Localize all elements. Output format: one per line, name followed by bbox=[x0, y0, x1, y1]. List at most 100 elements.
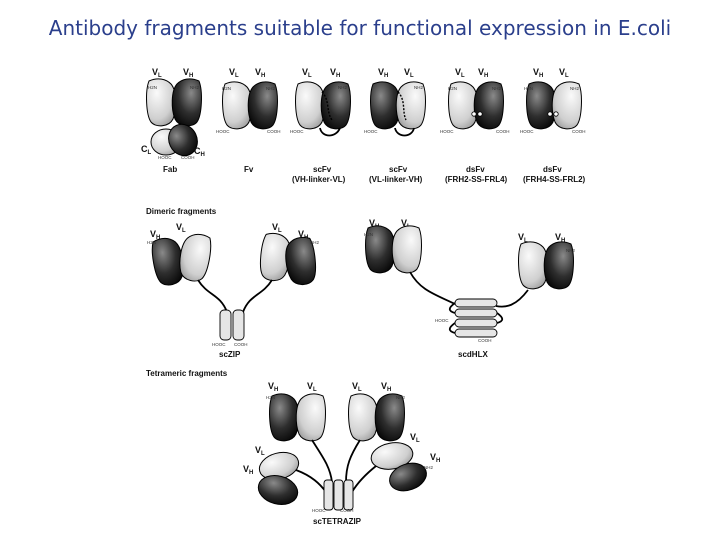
fab-nh2-text: NH2 bbox=[190, 85, 199, 90]
scfv-a-nh2-text: NH2 bbox=[338, 85, 347, 90]
scfv-a-vl-label: VL bbox=[302, 67, 312, 79]
scdhlx-construct: VH VL H2N VL VH NH2 HOOC COOH scdHLX bbox=[364, 218, 575, 359]
tetra-lr-vl-domain bbox=[370, 442, 414, 470]
dsfv-frh2-frl4-fragment: VL VH H2N NH2 HOOC COOH dsFv (FRH2-SS-FR… bbox=[440, 67, 510, 184]
fv-fragment: VL VH H2N NH2 HOOC COOH Fv bbox=[216, 67, 281, 174]
scdhlx-left-vl-domain bbox=[391, 225, 422, 274]
scfv-b-vh-domain bbox=[370, 81, 401, 130]
fab-hooc-text: HOOC bbox=[158, 155, 172, 160]
scfv-a-vh-label: VH bbox=[330, 67, 340, 79]
scfv-b-description: (VL-linker-VH) bbox=[369, 175, 423, 184]
dsfv-a-nh2-text: NH2 bbox=[492, 86, 501, 91]
scdhlx-helix-4 bbox=[454, 328, 498, 338]
tetra-lr-vl-label: VL bbox=[410, 432, 420, 444]
dimeric-section-title: Dimeric fragments bbox=[146, 207, 217, 216]
tetra-ur-hinge bbox=[345, 439, 361, 483]
dsfv-a-disulfide-pair bbox=[477, 111, 483, 117]
scdhlx-cooh-text: COOH bbox=[478, 338, 492, 343]
sczip-zipper-helix-right bbox=[232, 309, 245, 341]
tetra-ul-vh-label: VH bbox=[268, 381, 278, 393]
scdhlx-caption: scdHLX bbox=[458, 350, 488, 359]
sctetrazip-construct: VH VL H2N VL VH NH2 VL VH VL VH NH2 HOOC… bbox=[243, 381, 440, 526]
tetra-hooc-text: HOOC bbox=[312, 508, 326, 513]
sczip-cooh-text: COOH bbox=[234, 342, 248, 347]
dsfv-a-h2n-text: H2N bbox=[448, 86, 457, 91]
dsfv-frh4-frl2-fragment: VH VL H2N NH2 HOOC COOH dsFv (FRH4-SS-FR… bbox=[520, 67, 586, 184]
tetra-ll-vh-label: VH bbox=[243, 464, 253, 476]
tetra-ur-nh2-text: NH2 bbox=[396, 395, 405, 400]
scdhlx-helix-1 bbox=[454, 298, 498, 308]
sczip-hooc-text: HOOC bbox=[212, 342, 226, 347]
fab-h2n-text: H2N bbox=[148, 85, 157, 90]
sczip-left-hinge bbox=[197, 279, 228, 313]
dsfv-a-caption: dsFv bbox=[466, 165, 485, 174]
fab-caption: Fab bbox=[163, 165, 177, 174]
tetra-ll-hinge bbox=[295, 469, 327, 493]
tetra-cooh-text: COOH bbox=[340, 508, 354, 513]
tetra-helix-3 bbox=[343, 479, 354, 511]
dsfv-a-disulfide bbox=[471, 111, 477, 117]
scfv-vl-vh-fragment: VH VL NH2 HOOC scFv (VL-linker-VH) bbox=[364, 67, 426, 184]
scdhlx-right-vl-label: VL bbox=[518, 232, 528, 244]
scfv-a-loop bbox=[319, 127, 341, 137]
scdhlx-right-vh-label: VH bbox=[555, 232, 565, 244]
scdhlx-turn-2 bbox=[496, 312, 504, 324]
fab-cooh-text: COOH bbox=[181, 155, 195, 160]
tetra-ur-vh-domain bbox=[374, 393, 405, 442]
tetra-ll-vl-label: VL bbox=[255, 445, 265, 457]
scfv-b-vh-label: VH bbox=[378, 67, 388, 79]
dsfv-b-disulfide bbox=[547, 111, 553, 117]
scdhlx-turn-3 bbox=[448, 322, 456, 334]
dsfv-a-vh-label: VH bbox=[478, 67, 488, 79]
dsfv-b-vh-label: VH bbox=[533, 67, 543, 79]
scdhlx-hooc-text: HOOC bbox=[435, 318, 449, 323]
scfv-a-vl-domain bbox=[295, 81, 326, 130]
dsfv-b-nh2-text: NH2 bbox=[570, 86, 579, 91]
tetra-ur-vl-domain bbox=[348, 393, 379, 442]
fab-vl-label: VL bbox=[152, 67, 162, 79]
scfv-b-loop bbox=[394, 127, 415, 137]
scdhlx-helix-3 bbox=[454, 318, 498, 328]
sczip-right-nh2-text: NH2 bbox=[310, 240, 319, 245]
tetra-ul-h2n-text: H2N bbox=[266, 395, 275, 400]
dsfv-b-vl-label: VL bbox=[559, 67, 569, 79]
sczip-left-vl-domain bbox=[176, 231, 214, 284]
dsfv-a-cooh-text: COOH bbox=[496, 129, 510, 134]
scfv-b-caption: scFv bbox=[389, 165, 408, 174]
scfv-a-linker bbox=[321, 91, 333, 121]
dsfv-b-h2n-text: H2N bbox=[524, 86, 533, 91]
tetra-lr-hinge bbox=[351, 465, 377, 493]
sczip-right-vl-label: VL bbox=[272, 222, 282, 234]
tetra-ul-hinge bbox=[311, 439, 333, 483]
tetra-ul-vl-label: VL bbox=[307, 381, 317, 393]
sczip-left-vh-label: VH bbox=[150, 229, 160, 241]
tetra-ul-vh-domain bbox=[269, 393, 300, 442]
sczip-caption: scZIP bbox=[219, 350, 241, 359]
sczip-construct: VH VL H2N VL VH NH2 HOOC COOH scZIP bbox=[147, 222, 319, 359]
tetra-lr-nh2-text: NH2 bbox=[424, 465, 433, 470]
fv-h2n-text: H2N bbox=[222, 86, 231, 91]
dsfv-b-cooh-text: COOH bbox=[572, 129, 586, 134]
dsfv-b-description: (FRH4-SS-FRL2) bbox=[523, 175, 586, 184]
fv-nh2-text: NH2 bbox=[266, 86, 275, 91]
scdhlx-left-tether bbox=[409, 271, 456, 305]
scfv-vh-vl-fragment: VL VH NH2 HOOC scFv (VH-linker-VL) bbox=[290, 67, 351, 184]
sczip-zipper-helix-left bbox=[219, 309, 232, 341]
scfv-a-caption: scFv bbox=[313, 165, 332, 174]
dsfv-b-hooc-text: HOOC bbox=[520, 129, 534, 134]
tetra-lr-vh-domain bbox=[389, 462, 427, 492]
scfv-a-description: (VH-linker-VL) bbox=[292, 175, 346, 184]
dsfv-b-caption: dsFv bbox=[543, 165, 562, 174]
dsfv-a-description: (FRH2-SS-FRL4) bbox=[445, 175, 508, 184]
sczip-left-h2n-text: H2N bbox=[147, 240, 156, 245]
dsfv-a-hooc-text: HOOC bbox=[440, 129, 454, 134]
scdhlx-turn-1 bbox=[448, 302, 456, 314]
dsfv-b-disulfide-pair bbox=[553, 111, 559, 117]
scdhlx-right-tether bbox=[495, 289, 529, 308]
scfv-b-hooc-text: HOOC bbox=[364, 129, 378, 134]
fv-cooh-text: COOH bbox=[267, 129, 281, 134]
scdhlx-left-h2n-text: H2N bbox=[364, 232, 373, 237]
sczip-right-hinge bbox=[242, 279, 273, 313]
scfv-a-hooc-text: HOOC bbox=[290, 129, 304, 134]
